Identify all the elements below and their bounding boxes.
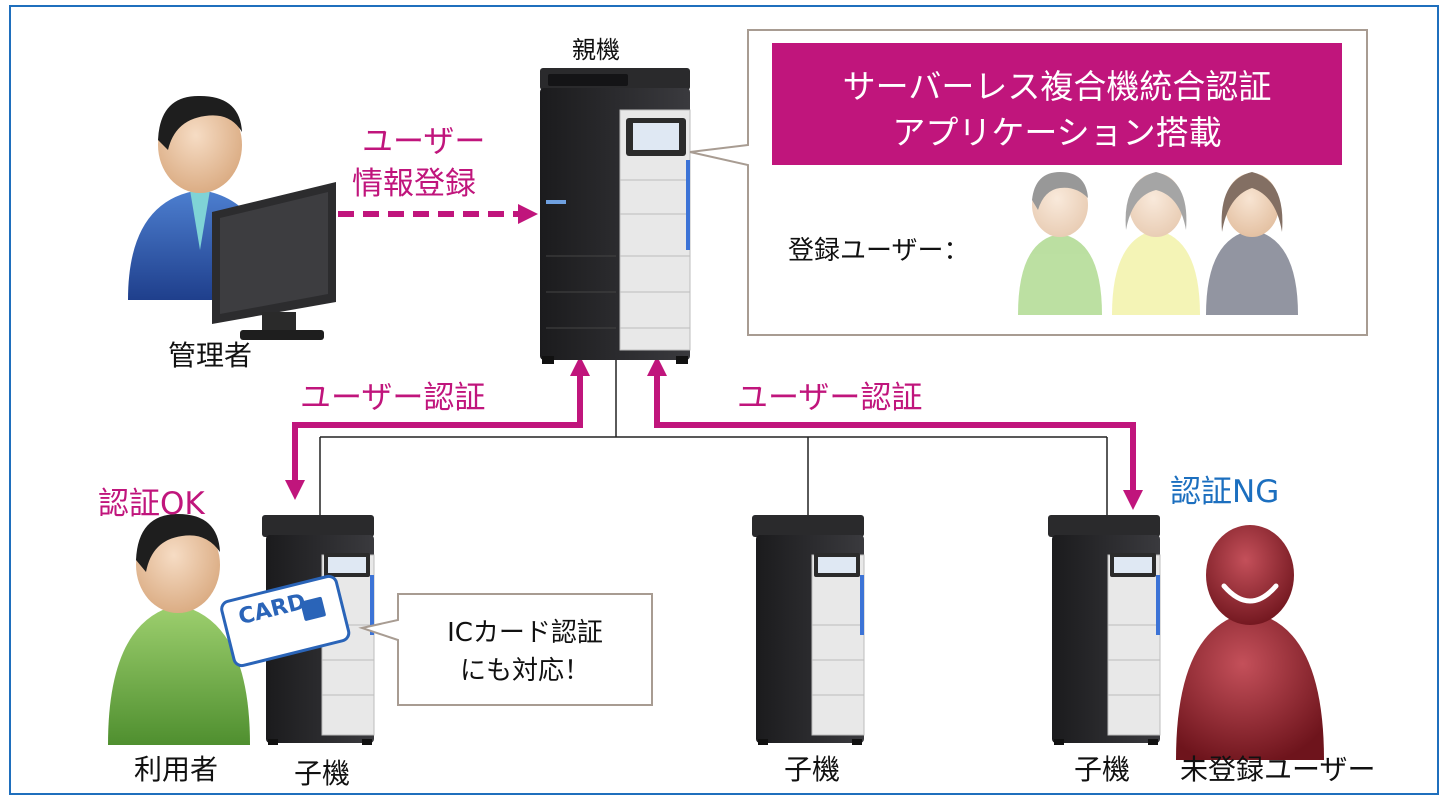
registered-user-yellow-icon	[1112, 172, 1200, 315]
callout-ic-line2: にも対応！	[459, 656, 590, 686]
admin-label: 管理者	[168, 339, 253, 372]
registered-user-green-icon	[1018, 172, 1102, 315]
child-machine-label-2: 子機	[784, 753, 841, 786]
parent-machine-label: 親機	[572, 36, 620, 64]
diagram-frame	[9, 5, 1439, 795]
auth-arrow-right-head-down	[1123, 490, 1143, 510]
auth-arrow-left-head-up	[570, 356, 590, 376]
unregistered-user-label: 未登録ユーザー	[1180, 753, 1376, 786]
auth-ok-label: 認証OK	[98, 486, 205, 522]
callout-title-line1: サーバーレス複合機統合認証	[842, 67, 1272, 106]
parent-mfp-icon	[540, 68, 691, 364]
auth-label-right: ユーザー認証	[737, 380, 923, 416]
auth-arrow-right	[654, 372, 1136, 492]
ic-card-icon	[220, 574, 351, 668]
callout-ic-line1: ICカード認証	[447, 618, 603, 648]
auth-label-left: ユーザー認証	[300, 380, 486, 416]
auth-ng-label: 認証NG	[1170, 474, 1280, 510]
register-label-line2: 情報登録	[352, 166, 476, 202]
callout-title-line2: アプリケーション搭載	[892, 113, 1222, 152]
unregistered-person-icon	[1176, 525, 1324, 760]
register-arrow	[338, 204, 538, 224]
child-machine-label-3: 子機	[1074, 753, 1131, 786]
user-person-icon	[108, 514, 250, 745]
register-label-line1: ユーザー	[362, 124, 486, 160]
registered-user-gray-icon	[1206, 172, 1298, 315]
network-lines	[319, 360, 1108, 518]
auth-arrow-left-head-down	[285, 480, 305, 500]
registered-users-label: 登録ユーザー：	[788, 236, 970, 266]
auth-arrow-left	[292, 372, 583, 482]
callout-top-box	[689, 29, 1368, 336]
monitor-icon	[212, 182, 336, 340]
child-mfp-2-icon	[752, 515, 865, 745]
child-mfp-3-icon	[1048, 515, 1161, 745]
auth-arrow-right-head-up	[647, 356, 667, 376]
callout-ic-box	[358, 593, 653, 706]
user-label: 利用者	[134, 753, 219, 786]
child-machine-label-1: 子機	[294, 757, 351, 790]
